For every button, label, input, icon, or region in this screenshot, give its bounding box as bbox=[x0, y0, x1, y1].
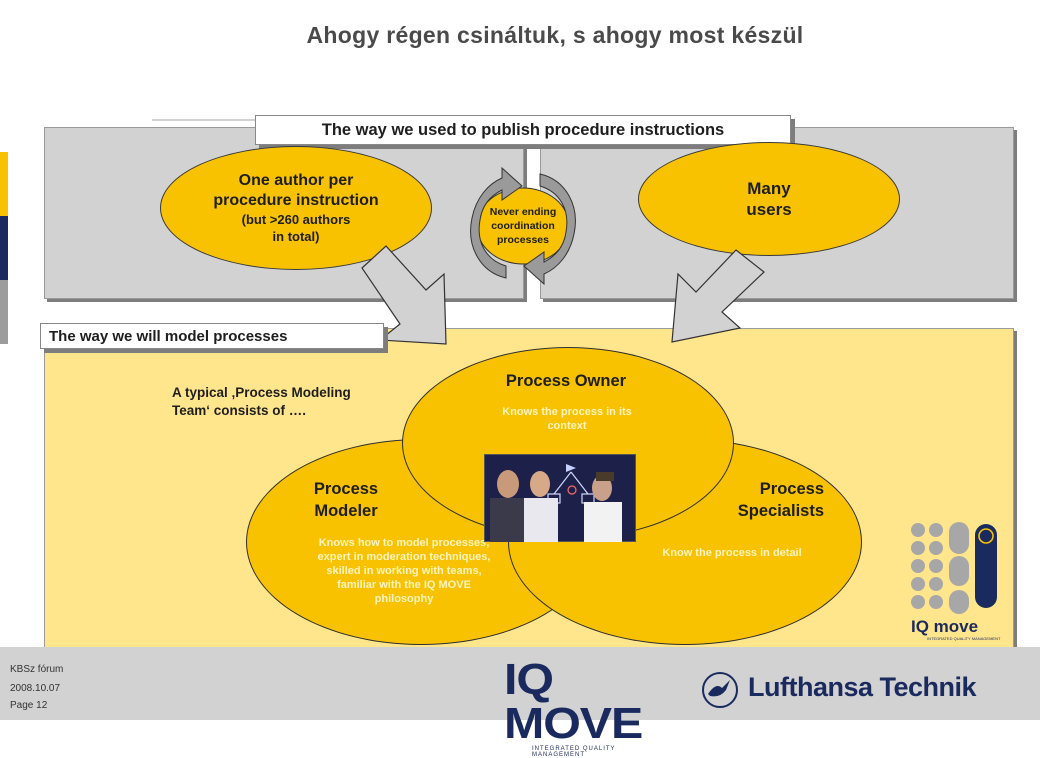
footer-iq-move-logo-sub: INTEGRATED QUALITY MANAGEMENT bbox=[532, 746, 616, 758]
crane-logo-icon bbox=[702, 672, 738, 708]
users-line1: Many bbox=[747, 179, 791, 198]
down-arrow-icon bbox=[671, 249, 765, 343]
footer-iq-move-logo-text: IQ MOVE bbox=[504, 655, 643, 748]
modeler-desc-line3: skilled in working with teams, bbox=[326, 565, 482, 577]
cycle-arrows-icon bbox=[470, 166, 576, 286]
lufthansa-technik-logo-text: Lufthansa Technik bbox=[748, 672, 977, 702]
iq-move-logo-icon: IQ move INTEGRATED QUALITY MANAGEMENT bbox=[911, 522, 1001, 641]
specialists-desc: Know the process in detail bbox=[662, 547, 802, 559]
new-way-label: The way we will model processes bbox=[40, 323, 384, 349]
owner-desc-line1: Knows the process in its bbox=[502, 406, 632, 418]
specialists-title: Process Specialists bbox=[694, 478, 834, 522]
old-way-label: The way we used to publish procedure ins… bbox=[255, 115, 791, 145]
down-arrow-icon bbox=[361, 245, 447, 345]
footer-date: 2008.10.07 bbox=[10, 683, 61, 694]
team-photo bbox=[484, 454, 636, 542]
modeler-title-line1: Process bbox=[313, 480, 379, 498]
team-intro-line2: Team‘ consists of …. bbox=[172, 403, 307, 418]
team-intro-line1: A typical ‚Process Modeling bbox=[172, 385, 351, 400]
modeler-desc-line5: philosophy bbox=[374, 593, 434, 605]
authors-line2: procedure instruction bbox=[213, 192, 379, 209]
cycle-line3: processes bbox=[497, 234, 549, 246]
owner-desc: Knows the process in its context bbox=[462, 405, 672, 433]
users-ellipse: Many users bbox=[638, 142, 900, 256]
modeler-title-line2: Modeler bbox=[314, 502, 378, 520]
team-intro: A typical ‚Process Modeling Team‘ consis… bbox=[172, 384, 351, 420]
owner-desc-line2: context bbox=[547, 420, 587, 432]
side-bar-navy bbox=[0, 216, 8, 280]
modeler-desc-line1: Knows how to model processes, bbox=[318, 537, 490, 549]
modeler-desc: Knows how to model processes, expert in … bbox=[284, 536, 524, 606]
footer-bar bbox=[0, 647, 1040, 720]
cycle-line2: coordination bbox=[491, 220, 555, 232]
users-line2: users bbox=[746, 200, 792, 219]
cycle-line1: Never ending bbox=[489, 206, 557, 218]
side-bar-gray bbox=[0, 280, 8, 344]
footer-page: Page 12 bbox=[10, 700, 48, 711]
cycle-text: Never ending coordination processes bbox=[478, 205, 568, 247]
side-bar-yellow bbox=[0, 152, 8, 216]
modeler-title: Process Modeler bbox=[296, 478, 396, 522]
authors-line4: in total) bbox=[272, 229, 320, 244]
specialists-title-line2: Specialists bbox=[737, 502, 824, 520]
iq-move-logo-text: IQ move bbox=[911, 617, 978, 636]
page-title: Ahogy régen csináltuk, s ahogy most kész… bbox=[306, 22, 804, 48]
owner-title: Process Owner bbox=[505, 372, 627, 390]
footer-event: KBSz fórum bbox=[10, 664, 64, 675]
authors-line1: One author per bbox=[238, 172, 354, 189]
footer-iq-move-logo: IQ MOVE INTEGRATED QUALITY MANAGEMENT bbox=[504, 658, 668, 758]
authors-line3: (but >260 authors bbox=[241, 212, 351, 227]
specialists-title-line1: Process bbox=[759, 480, 824, 498]
modeler-desc-line4: familiar with the IQ MOVE bbox=[337, 579, 471, 591]
iq-move-logo-subtext: INTEGRATED QUALITY MANAGEMENT bbox=[927, 636, 1001, 641]
modeler-desc-line2: expert in moderation techniques, bbox=[317, 551, 491, 563]
